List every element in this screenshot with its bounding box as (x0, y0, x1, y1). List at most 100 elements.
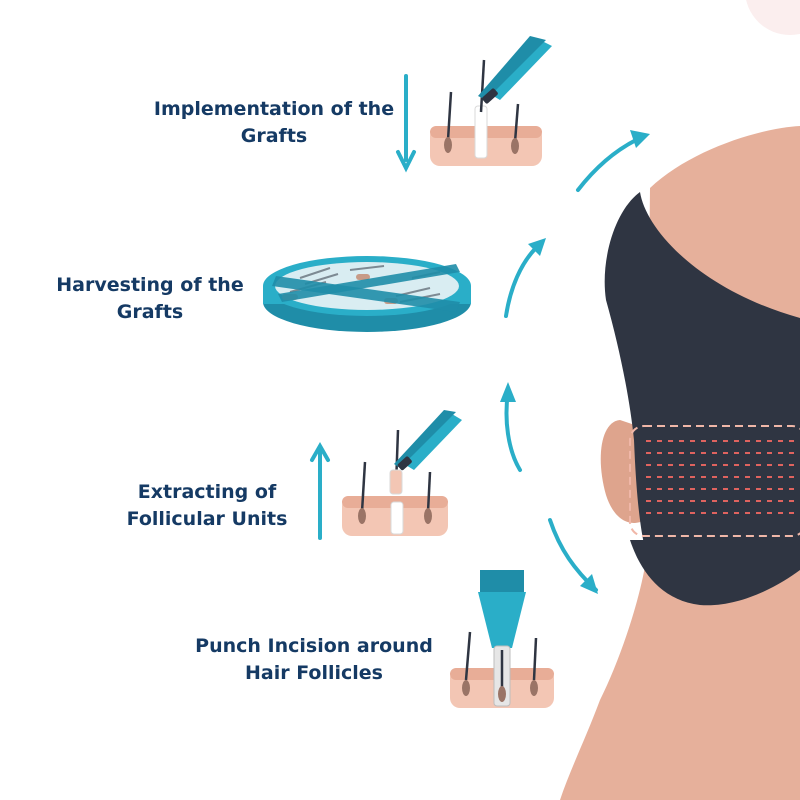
step-label-punch: Punch Incision around Hair Follicles (190, 633, 438, 687)
graft-dot (690, 440, 695, 442)
graft-dot (646, 464, 651, 466)
graft-dot (646, 440, 651, 442)
graft-dot (646, 500, 651, 502)
graft-dot (646, 476, 651, 478)
graft-dot (679, 488, 684, 490)
graft-dot (657, 488, 662, 490)
graft-dot (789, 452, 794, 454)
graft-dot (668, 440, 673, 442)
graft-dot (734, 500, 739, 502)
graft-dot (701, 452, 706, 454)
graft-dot (789, 440, 794, 442)
step-label-line: Follicular Units (126, 508, 288, 530)
graft-dot (701, 464, 706, 466)
graft-dot (668, 476, 673, 478)
curved-arrow-2 (504, 390, 522, 472)
graft-dot (701, 500, 706, 502)
process-arrows (500, 130, 650, 594)
graft-dot (734, 440, 739, 442)
graft-dot (690, 512, 695, 514)
graft-dot (679, 440, 684, 442)
graft-dot (657, 500, 662, 502)
graft-dot (657, 476, 662, 478)
graft-dot (723, 512, 728, 514)
graft-dot (756, 512, 761, 514)
graft-dot (778, 476, 783, 478)
graft-dot (745, 476, 750, 478)
graft-dot (767, 452, 772, 454)
graft-dot (767, 464, 772, 466)
graft-dot (679, 500, 684, 502)
graft-dot (690, 452, 695, 454)
graft-dot (701, 488, 706, 490)
graft-dot (657, 452, 662, 454)
step-label-line: Implementation of the (153, 98, 395, 120)
step-label-line: Grafts (240, 125, 308, 147)
skin-sample-icon-implementation (430, 59, 542, 166)
graft-dots (646, 440, 794, 514)
step-label-line: Extracting of (137, 481, 277, 503)
graft-dot (789, 464, 794, 466)
graft-dot (789, 488, 794, 490)
graft-dot (701, 512, 706, 514)
step-label-line: Hair Follicles (245, 662, 383, 684)
graft-dot (690, 464, 695, 466)
step-label-line: Punch Incision around (195, 635, 433, 657)
graft-dot (778, 488, 783, 490)
graft-dot (756, 500, 761, 502)
graft-dot (657, 464, 662, 466)
graft-dot (745, 512, 750, 514)
graft-dot (712, 464, 717, 466)
down-arrow (396, 74, 416, 173)
tweezers-icon-implementation (478, 36, 552, 104)
graft-dot (723, 476, 728, 478)
graft-dot (734, 476, 739, 478)
graft-dot (690, 500, 695, 502)
graft-dot (646, 512, 651, 514)
curved-arrow-4 (576, 136, 642, 192)
graft-dot (767, 488, 772, 490)
graft-dot (712, 512, 717, 514)
graft-dot (756, 464, 761, 466)
graft-dot (767, 500, 772, 502)
graft-dot (789, 500, 794, 502)
graft-dot (734, 452, 739, 454)
graft-dot (712, 488, 717, 490)
graft-dot (734, 488, 739, 490)
graft-dot (745, 488, 750, 490)
graft-dot (668, 464, 673, 466)
graft-dot (668, 488, 673, 490)
graft-dot (745, 452, 750, 454)
graft-dot (668, 500, 673, 502)
graft-dot (745, 464, 750, 466)
graft-dot (745, 440, 750, 442)
graft-dot (701, 476, 706, 478)
graft-dot (679, 476, 684, 478)
graft-dot (679, 512, 684, 514)
graft-dot (712, 476, 717, 478)
graft-dot (723, 464, 728, 466)
graft-dot (712, 440, 717, 442)
graft-dot (723, 452, 728, 454)
donor-area (629, 425, 800, 537)
graft-dot (679, 452, 684, 454)
graft-dot (646, 488, 651, 490)
curved-arrow-2-head (500, 382, 516, 402)
graft-dot (668, 452, 673, 454)
graft-dot (767, 440, 772, 442)
graft-dot (690, 488, 695, 490)
graft-dot (668, 512, 673, 514)
graft-dot (712, 452, 717, 454)
graft-dot (723, 440, 728, 442)
graft-dot (789, 512, 794, 514)
graft-dot (701, 440, 706, 442)
step-label-extracting: Extracting of Follicular Units (110, 479, 304, 533)
step-label-implementation: Implementation of the Grafts (140, 96, 408, 150)
punch-tool-icon (478, 570, 526, 707)
graft-dot (646, 452, 651, 454)
graft-dot (778, 452, 783, 454)
graft-dot (756, 488, 761, 490)
graft-dot (778, 500, 783, 502)
graft-dot (756, 452, 761, 454)
